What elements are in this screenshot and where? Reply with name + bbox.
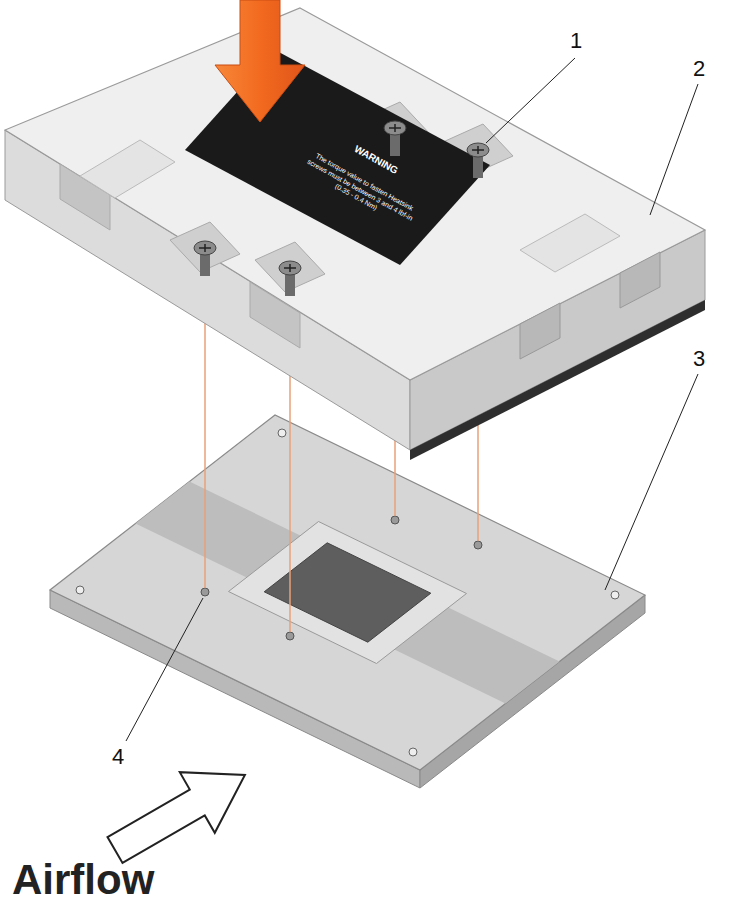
callout-number: 1 <box>570 28 582 54</box>
processor-plate <box>50 415 645 788</box>
screw <box>194 121 489 296</box>
leader-line <box>126 58 698 741</box>
heatsink <box>5 8 705 460</box>
callout-number: 4 <box>112 744 124 770</box>
warning-heading: WARNING <box>352 143 400 177</box>
airflow-label: Airflow <box>12 856 154 904</box>
callout-number: 2 <box>693 56 705 82</box>
install-arrow <box>215 0 305 122</box>
callout-number: 3 <box>693 346 705 372</box>
warning-text: The torque value to fasten Heatsink scre… <box>297 147 423 232</box>
